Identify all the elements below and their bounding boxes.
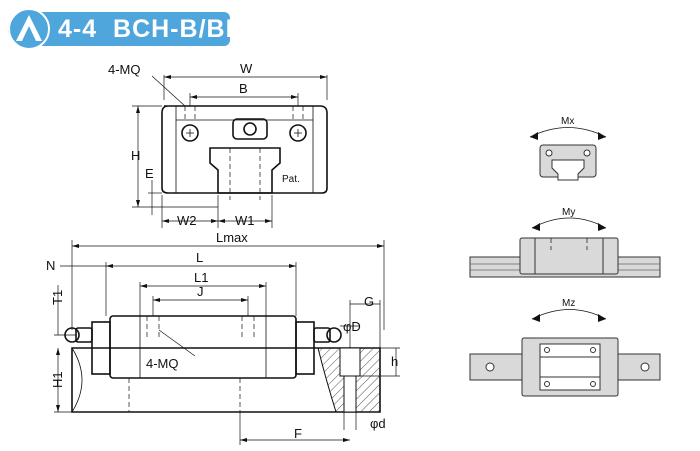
dim-t1: T1 (50, 290, 65, 305)
label-mz: Mz (562, 298, 575, 309)
dim-l1: L1 (194, 270, 208, 285)
moment-view-mx: Mx (529, 116, 607, 181)
dim-lmax: Lmax (216, 230, 248, 245)
dim-w2: W2 (177, 213, 197, 228)
dim-phi-d-upper: φD (343, 319, 361, 334)
pat-mark: Pat. (282, 174, 300, 185)
dim-h: H (131, 148, 140, 163)
label-4mq-front: 4-MQ (108, 62, 141, 77)
moment-view-my: My (469, 207, 661, 278)
dim-h-depth: h (391, 354, 398, 369)
dim-l: L (196, 250, 203, 265)
page-title: 4-4 BCH-B/BL (58, 15, 242, 43)
front-view: Pat. W B 4-MQ H E W2 W1 (108, 61, 328, 228)
dim-j: J (197, 284, 204, 299)
dim-g: G (364, 294, 374, 309)
triangle-a-logo-icon (8, 8, 50, 50)
dim-w1: W1 (235, 213, 255, 228)
label-my: My (562, 207, 575, 218)
dim-w: W (240, 61, 253, 76)
dim-h1: H1 (50, 371, 65, 388)
dim-b: B (239, 81, 248, 96)
dim-n: N (46, 258, 55, 273)
label-4mq-side: 4-MQ (146, 356, 179, 371)
header-banner: 4-4 BCH-B/BL (0, 0, 700, 55)
moment-view-mz: Mz (469, 298, 661, 397)
dim-phi-d-lower: φd (370, 416, 386, 431)
dim-e: E (145, 166, 154, 181)
label-mx: Mx (561, 116, 574, 127)
side-view: Lmax L L1 J N T1 H1 4-MQ (46, 230, 400, 445)
dim-f: F (294, 426, 302, 441)
